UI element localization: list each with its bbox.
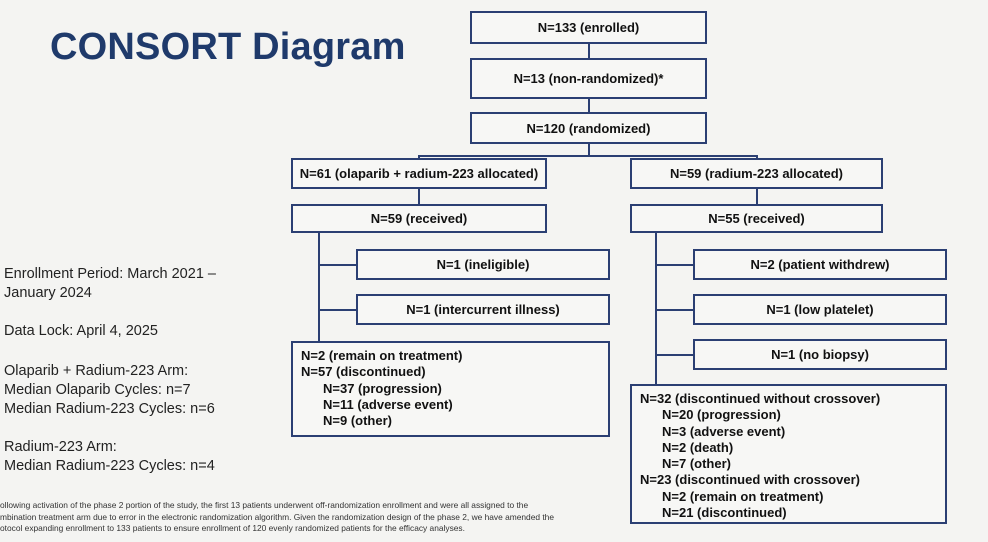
- left-received-box: N=59 (received): [291, 204, 547, 233]
- footnote-line-2: mbination treatment arm due to error in …: [0, 511, 554, 522]
- non-randomized-label: N=13 (non-randomized)*: [513, 71, 664, 86]
- connector-right-allocated-received: [756, 189, 758, 204]
- left-received-label: N=59 (received): [370, 211, 468, 226]
- outcome-line: N=37 (progression): [323, 380, 442, 396]
- connector-randomized-split: [588, 144, 590, 156]
- arm1-summary: Olaparib + Radium-223 Arm: Median Olapar…: [4, 362, 215, 419]
- outcome-line: N=57 (discontinued): [301, 364, 426, 380]
- left-allocated-label: N=61 (olaparib + radium-223 allocated): [299, 166, 539, 181]
- right-allocated-box: N=59 (radium-223 allocated): [630, 158, 883, 189]
- connector-right-excluded-1: [655, 264, 693, 266]
- connector-left-allocated-received: [418, 189, 420, 204]
- connector-nonrandomized-randomized: [588, 99, 590, 112]
- right-allocated-label: N=59 (radium-223 allocated): [669, 166, 844, 181]
- outcome-line: N=11 (adverse event): [323, 396, 453, 412]
- right-excluded-label-2: N=1 (low platelet): [766, 302, 874, 317]
- connector-split-right: [756, 155, 758, 158]
- right-outcome-box: N=32 (discontinued without crossover) N=…: [630, 384, 947, 524]
- right-excluded-label-3: N=1 (no biopsy): [771, 347, 869, 362]
- right-received-box: N=55 (received): [630, 204, 883, 233]
- arm1-olaparib-cycles: Median Olaparib Cycles: n=7: [4, 382, 191, 398]
- arm1-title: Olaparib + Radium-223 Arm:: [4, 363, 189, 379]
- connector-split-horizontal: [418, 155, 758, 157]
- connector-left-excluded-1: [318, 264, 356, 266]
- connector-left-excluded-2: [318, 309, 356, 311]
- connector-enrolled-nonrandomized: [588, 44, 590, 58]
- connector-right-trunk: [655, 233, 657, 384]
- data-lock-line: Data Lock: April 4, 2025: [4, 323, 158, 339]
- connector-split-left: [418, 155, 420, 158]
- enrolled-box: N=133 (enrolled): [470, 11, 707, 44]
- left-outcome-box: N=2 (remain on treatment) N=57 (disconti…: [291, 341, 610, 437]
- right-excluded-label-1: N=2 (patient withdrew): [750, 257, 890, 272]
- enrollment-period-line-2: January 2024: [4, 285, 92, 301]
- arm2-title: Radium-223 Arm:: [4, 439, 117, 455]
- arm2-radium-cycles: Median Radium-223 Cycles: n=4: [4, 458, 215, 474]
- left-allocated-box: N=61 (olaparib + radium-223 allocated): [291, 158, 547, 189]
- enrollment-period-line-1: Enrollment Period: March 2021 –: [4, 266, 216, 282]
- right-excluded-box-2: N=1 (low platelet): [693, 294, 947, 325]
- enrolled-label: N=133 (enrolled): [537, 20, 640, 35]
- outcome-line: N=2 (remain on treatment): [301, 348, 463, 363]
- page-title: CONSORT Diagram: [50, 26, 406, 68]
- right-excluded-box-1: N=2 (patient withdrew): [693, 249, 947, 280]
- arm1-radium-cycles: Median Radium-223 Cycles: n=6: [4, 401, 215, 417]
- right-received-label: N=55 (received): [708, 211, 805, 226]
- outcome-line: N=2 (death): [662, 439, 734, 455]
- footnote: ollowing activation of the phase 2 porti…: [0, 500, 640, 535]
- outcome-line: N=23 (discontinued with crossover): [640, 472, 860, 488]
- left-excluded-label-2: N=1 (intercurrent illness): [406, 302, 560, 317]
- connector-right-excluded-2: [655, 309, 693, 311]
- outcome-line: N=20 (progression): [662, 407, 781, 423]
- left-excluded-box-1: N=1 (ineligible): [356, 249, 610, 280]
- footnote-line-3: otocol expanding enrollment to 133 patie…: [0, 523, 465, 533]
- footnote-line-1: ollowing activation of the phase 2 porti…: [0, 500, 529, 510]
- connector-right-excluded-3: [655, 354, 693, 356]
- outcome-line: N=2 (remain on treatment): [662, 488, 824, 504]
- connector-left-trunk: [318, 233, 320, 341]
- outcome-line: N=7 (other): [662, 456, 731, 472]
- outcome-line: N=3 (adverse event): [662, 423, 786, 439]
- outcome-line: N=21 (discontinued): [662, 505, 787, 521]
- randomized-box: N=120 (randomized): [470, 112, 707, 144]
- non-randomized-box: N=13 (non-randomized)*: [470, 58, 707, 99]
- randomized-label: N=120 (randomized): [526, 120, 651, 136]
- left-excluded-box-2: N=1 (intercurrent illness): [356, 294, 610, 325]
- outcome-line: N=9 (other): [323, 413, 392, 429]
- enrollment-period: Enrollment Period: March 2021 – January …: [4, 265, 216, 303]
- outcome-line: N=32 (discontinued without crossover): [640, 391, 881, 406]
- arm2-summary: Radium-223 Arm: Median Radium-223 Cycles…: [4, 438, 215, 476]
- data-lock: Data Lock: April 4, 2025: [4, 322, 158, 341]
- right-excluded-box-3: N=1 (no biopsy): [693, 339, 947, 370]
- left-excluded-label-1: N=1 (ineligible): [436, 257, 530, 272]
